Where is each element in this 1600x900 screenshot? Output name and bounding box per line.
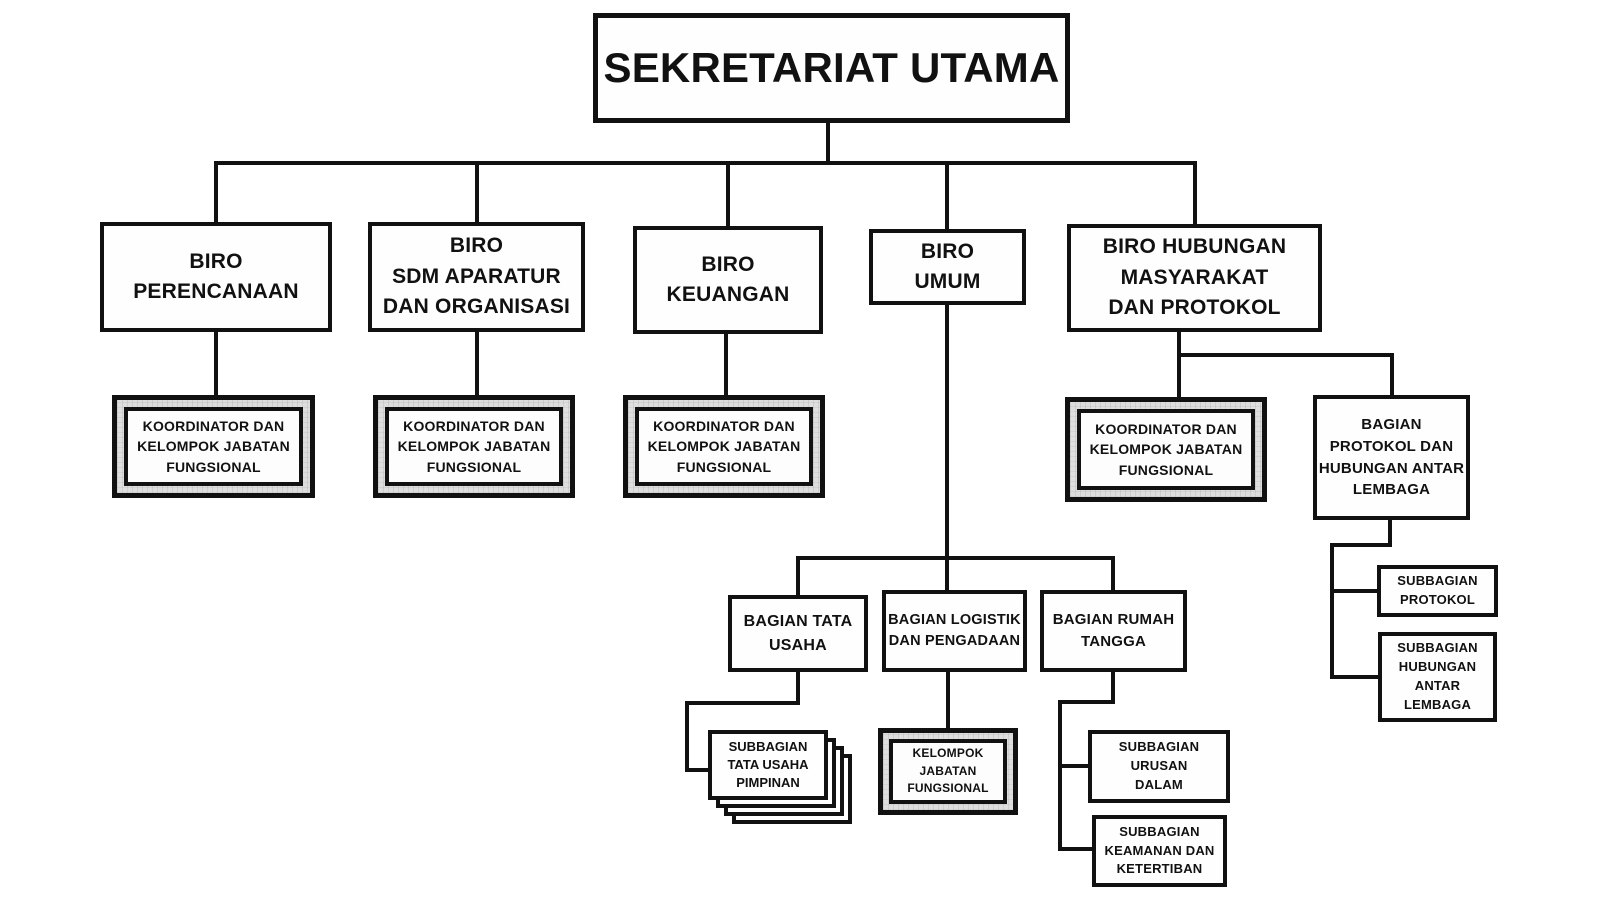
node-subbagian-keamanan-ketertiban-label: SUBBAGIAN KEAMANAN DAN KETERTIBAN (1104, 823, 1215, 877)
connector-bus-umum (796, 556, 1115, 560)
node-subbagian-protokol-label: SUBBAGIAN PROTOKOL (1397, 573, 1478, 607)
node-biro-perencanaan-label: BIRO PERENCANAAN (133, 249, 299, 303)
connector-rt-stub-keamanan (1058, 847, 1094, 851)
node-bagian-rumah-tangga: BAGIAN RUMAH TANGGA (1040, 590, 1187, 672)
node-subbagian-tata-usaha-pimpinan: SUBBAGIAN TATA USAHA PIMPINAN (708, 730, 828, 800)
node-subbagian-protokol: SUBBAGIAN PROTOKOL (1377, 565, 1498, 617)
connector-rt-elbow-v2 (1058, 700, 1062, 851)
connector-bus-level1 (214, 161, 1197, 165)
connector-bus-humas (1177, 353, 1394, 357)
connector-humas-bagian-protokol (1390, 353, 1394, 397)
connector-tu-elbow-stub (685, 768, 712, 772)
node-subbagian-urusan-dalam-label: SUBBAGIAN URUSAN DALAM (1118, 739, 1200, 792)
connector-drop-logistik (945, 556, 949, 592)
connector-drop-humas (1193, 161, 1197, 226)
connector-drop-keuangan (726, 161, 730, 228)
node-koordinator-jabfung-3: KOORDINATOR DAN KELOMPOK JABATAN FUNGSIO… (623, 395, 825, 498)
node-koordinator-jabfung-2: KOORDINATOR DAN KELOMPOK JABATAN FUNGSIO… (373, 395, 575, 498)
connector-humas-kjf (1177, 353, 1181, 399)
connector-root-drop (826, 121, 830, 165)
connector-perencanaan-kjf (214, 330, 218, 397)
node-biro-sdm-aparatur: BIRO SDM APARATUR DAN ORGANISASI (368, 222, 585, 332)
node-subbagian-hubungan-antar-lembaga-label: SUBBAGIAN HUBUNGAN ANTAR LEMBAGA (1397, 640, 1478, 712)
node-koordinator-jabfung-3-label: KOORDINATOR DAN KELOMPOK JABATAN FUNGSIO… (647, 418, 801, 475)
node-bagian-logistik-pengadaan: BAGIAN LOGISTIK DAN PENGADAAN (882, 590, 1027, 672)
node-bagian-logistik-pengadaan-label: BAGIAN LOGISTIK DAN PENGADAAN (888, 611, 1021, 649)
node-koordinator-jabfung-1-label: KOORDINATOR DAN KELOMPOK JABATAN FUNGSIO… (137, 418, 290, 475)
node-koordinator-jabfung-1: KOORDINATOR DAN KELOMPOK JABATAN FUNGSIO… (112, 395, 315, 498)
connector-rt-elbow-h1 (1058, 700, 1115, 704)
connector-humas-drop (1177, 332, 1181, 357)
node-subbagian-urusan-dalam: SUBBAGIAN URUSAN DALAM (1088, 730, 1230, 803)
node-sekretariat-utama-label: SEKRETARIAT UTAMA (603, 43, 1060, 91)
node-bagian-protokol-hal: BAGIAN PROTOKOL DAN HUBUNGAN ANTAR LEMBA… (1313, 395, 1470, 520)
node-bagian-protokol-hal-label: BAGIAN PROTOKOL DAN HUBUNGAN ANTAR LEMBA… (1318, 416, 1465, 499)
connector-sdm-kjf (475, 330, 479, 397)
node-subbagian-keamanan-ketertiban: SUBBAGIAN KEAMANAN DAN KETERTIBAN (1092, 815, 1227, 887)
connector-logistik-kjf (946, 670, 950, 730)
node-biro-keuangan-label: BIRO KEUANGAN (666, 252, 790, 306)
connector-drop-sdm (475, 161, 479, 224)
connector-tu-elbow-v2 (685, 701, 689, 772)
connector-drop-perencanaan (214, 161, 218, 224)
node-subbagian-tata-usaha-pimpinan-label: SUBBAGIAN TATA USAHA PIMPINAN (727, 738, 809, 791)
node-koordinator-jabfung-2-label: KOORDINATOR DAN KELOMPOK JABATAN FUNGSIO… (397, 418, 551, 475)
node-biro-umum: BIRO UMUM (869, 229, 1026, 305)
connector-drop-tata-usaha (796, 556, 800, 597)
node-koordinator-jabfung-4-label: KOORDINATOR DAN KELOMPOK JABATAN FUNGSIO… (1089, 421, 1243, 478)
node-sekretariat-utama: SEKRETARIAT UTAMA (593, 13, 1070, 123)
connector-bp-stub-hal (1330, 675, 1380, 679)
node-biro-humas-protokol-label: BIRO HUBUNGAN MASYARAKAT DAN PROTOKOL (1102, 235, 1287, 320)
connector-rt-elbow-v1 (1111, 670, 1115, 704)
connector-bp-elbow-v2 (1330, 543, 1334, 679)
node-bagian-rumah-tangga-label: BAGIAN RUMAH TANGGA (1052, 611, 1175, 650)
node-bagian-tata-usaha-label: BAGIAN TATA USAHA (743, 613, 853, 654)
connector-tu-elbow-h1 (685, 701, 800, 705)
connector-bp-stub-protokol (1330, 589, 1379, 593)
connector-umum-long-drop (945, 303, 949, 560)
connector-tu-elbow-v1 (796, 670, 800, 705)
node-biro-umum-label: BIRO UMUM (914, 239, 981, 293)
connector-drop-umum (945, 161, 949, 231)
connector-drop-rumah-tangga (1111, 556, 1115, 592)
connector-rt-stub-urusan-dalam (1058, 764, 1090, 768)
node-kelompok-jabatan-fungsional-label: KELOMPOK JABATAN FUNGSIONAL (907, 746, 989, 796)
node-subbagian-tata-usaha-pimpinan-stack: SUBBAGIAN TATA USAHA PIMPINAN (708, 730, 856, 828)
node-bagian-tata-usaha: BAGIAN TATA USAHA (728, 595, 868, 672)
connector-bp-elbow-v1 (1388, 518, 1392, 547)
connector-keuangan-kjf (724, 334, 728, 397)
connector-bp-elbow-h1 (1330, 543, 1392, 547)
node-biro-humas-protokol: BIRO HUBUNGAN MASYARAKAT DAN PROTOKOL (1067, 224, 1322, 332)
node-subbagian-hubungan-antar-lembaga: SUBBAGIAN HUBUNGAN ANTAR LEMBAGA (1378, 632, 1497, 722)
node-koordinator-jabfung-4: KOORDINATOR DAN KELOMPOK JABATAN FUNGSIO… (1065, 397, 1267, 502)
node-kelompok-jabatan-fungsional: KELOMPOK JABATAN FUNGSIONAL (878, 728, 1018, 815)
node-biro-keuangan: BIRO KEUANGAN (633, 226, 823, 334)
node-biro-sdm-aparatur-label: BIRO SDM APARATUR DAN ORGANISASI (382, 234, 571, 319)
node-biro-perencanaan: BIRO PERENCANAAN (100, 222, 332, 332)
